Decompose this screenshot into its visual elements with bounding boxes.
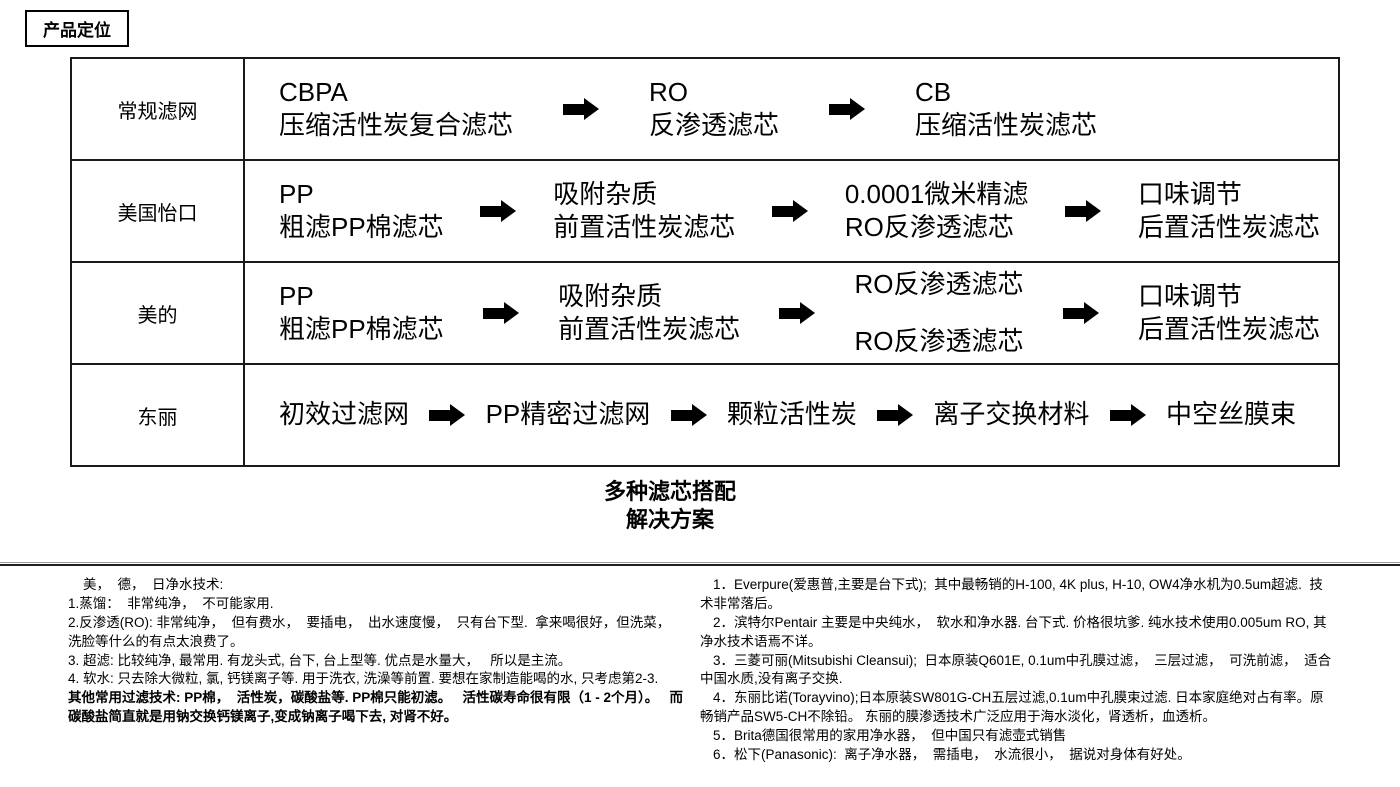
note-line: 2．滨特尔Pentair 主要是中央纯水， 软水和净水器. 台下式. 价格很坑爹… (700, 614, 1327, 649)
table-row-toray: 东丽 初效过滤网 PP精密过滤网 颗粒活性炭 离子交换材料 中空丝膜束 (72, 365, 1338, 465)
step-code: 口味调节 (1137, 280, 1242, 311)
note-line: 美， 德， 日净水技术: (83, 577, 224, 592)
arrow-right-icon (1065, 200, 1102, 222)
step-desc: 前置活性炭滤芯 (558, 314, 741, 344)
step-desc: RO反渗透滤芯 (844, 212, 1014, 242)
step-code: CB (915, 76, 952, 107)
note-line: 6．松下(Panasonic): 离子净水器， 需插电， 水流很小， 据说对身体… (713, 747, 1191, 763)
arrow-right-icon (670, 404, 707, 426)
note-line: 4. 软水: 只去除大微粒, 氯, 钙镁离子等. 用于洗衣, 洗澡等前置. 要想… (68, 671, 659, 687)
step-desc: 颗粒活性炭 (726, 399, 857, 430)
step-code: RO反渗透滤芯 (854, 268, 1024, 299)
filter-comparison-table: 常规滤网 CBPA 压缩活性炭复合滤芯 RO 反渗透滤芯 CB 压缩活性炭滤芯 … (70, 57, 1340, 467)
step-code: CBPA (279, 76, 348, 107)
flow-step: PP 粗滤PP棉滤芯 (279, 280, 444, 347)
note-line: 4．东丽比诺(Torayvino);日本原装SW801G-CH五层过滤,0.1u… (700, 690, 1324, 725)
step-desc: 中空丝膜束 (1165, 399, 1296, 430)
flow-step: 口味调节 后置活性炭滤芯 (1138, 178, 1320, 245)
table-row-midea: 美的 PP 粗滤PP棉滤芯 吸附杂质 前置活性炭滤芯 RO反渗透滤芯 RO反渗透… (72, 263, 1338, 365)
note-line: 2.反渗透(RO): 非常纯净， 但有费水， 要插电， 出水速度慢， 只有台下型… (68, 614, 682, 649)
step-desc: RO反渗透滤芯 (854, 326, 1024, 356)
arrow-right-icon (772, 200, 809, 222)
arrow-right-icon (563, 98, 600, 120)
note-line: 3．三菱可丽(Mitsubishi Cleansui); 日本原装Q601E, … (700, 652, 1332, 687)
arrow-right-icon (480, 200, 517, 222)
arrow-right-icon (1062, 302, 1099, 324)
brand-label: 美国怡口 (72, 161, 245, 261)
flow-step: CB 压缩活性炭滤芯 (915, 76, 1097, 143)
arrow-right-icon (779, 302, 816, 324)
notes-brands: 1．Everpure(爱惠普,主要是台下式); 其中最畅销的H-100, 4K … (700, 576, 1336, 765)
filter-flow: 初效过滤网 PP精密过滤网 颗粒活性炭 离子交换材料 中空丝膜束 (245, 365, 1338, 465)
flow-step: 0.0001微米精滤 RO反渗透滤芯 (845, 178, 1029, 245)
step-code: PP (279, 178, 314, 209)
note-line-bold: 其他常用过滤技术: PP棉， 活性炭，碳酸盐等. PP棉只能初滤。 活性碳寿命很… (68, 690, 684, 725)
arrow-right-icon (829, 98, 866, 120)
flow-step: 中空丝膜束 (1166, 398, 1296, 431)
step-desc: 反渗透滤芯 (649, 110, 780, 140)
flow-step: 颗粒活性炭 (727, 398, 857, 431)
flow-step: 初效过滤网 (279, 398, 409, 431)
caption-line-2: 解决方案 (625, 506, 714, 532)
caption-line-1: 多种滤芯搭配 (603, 479, 736, 504)
step-desc: 前置活性炭滤芯 (553, 212, 736, 242)
note-line: 3. 超滤: 比较纯净, 最常用. 有龙头式, 台下, 台上型等. 优点是水量大… (68, 652, 572, 668)
flow-step: 吸附杂质 前置活性炭滤芯 (558, 280, 740, 347)
filter-flow: PP 粗滤PP棉滤芯 吸附杂质 前置活性炭滤芯 0.0001微米精滤 RO反渗透… (245, 161, 1338, 261)
flow-step: RO 反渗透滤芯 (649, 76, 779, 143)
flow-step: PP 粗滤PP棉滤芯 (279, 178, 444, 245)
table-row-ecowater: 美国怡口 PP 粗滤PP棉滤芯 吸附杂质 前置活性炭滤芯 0.0001微米精滤 … (72, 161, 1338, 263)
step-desc: 初效过滤网 (279, 399, 410, 430)
step-code: 吸附杂质 (558, 280, 663, 311)
brand-label: 美的 (72, 263, 245, 363)
step-desc: 后置活性炭滤芯 (1137, 212, 1320, 242)
arrow-right-icon (429, 404, 466, 426)
brand-label: 东丽 (72, 365, 245, 465)
step-desc: 压缩活性炭复合滤芯 (279, 110, 514, 140)
step-desc: 压缩活性炭滤芯 (915, 110, 1098, 140)
flow-step: PP精密过滤网 (486, 398, 651, 431)
step-code: RO (649, 76, 689, 107)
divider-line (0, 564, 1400, 566)
step-code: PP (279, 280, 314, 311)
notes-water-tech: 美， 德， 日净水技术: 1.蒸馏： 非常纯净， 不可能家用. 2.反渗透(RO… (68, 576, 686, 727)
arrow-right-icon (1109, 404, 1146, 426)
note-line: 1.蒸馏： 非常纯净， 不可能家用. (68, 595, 274, 611)
brand-label: 常规滤网 (72, 59, 245, 159)
flow-step: 口味调节 后置活性炭滤芯 (1138, 280, 1320, 347)
divider-line (0, 562, 1400, 563)
note-line: 5．Brita德国很常用的家用净水器， 但中国只有滤壶式销售 (713, 728, 1067, 744)
flow-step: RO反渗透滤芯 RO反渗透滤芯 (855, 268, 1024, 359)
step-code: 0.0001微米精滤 (844, 178, 1029, 209)
note-line: 1．Everpure(爱惠普,主要是台下式); 其中最畅销的H-100, 4K … (700, 577, 1323, 611)
filter-flow: PP 粗滤PP棉滤芯 吸附杂质 前置活性炭滤芯 RO反渗透滤芯 RO反渗透滤芯 … (245, 263, 1338, 363)
flow-step: CBPA 压缩活性炭复合滤芯 (279, 76, 513, 143)
table-row-regular: 常规滤网 CBPA 压缩活性炭复合滤芯 RO 反渗透滤芯 CB 压缩活性炭滤芯 (72, 59, 1338, 161)
step-code: 口味调节 (1137, 178, 1242, 209)
flow-step: 离子交换材料 (933, 398, 1089, 431)
table-caption: 多种滤芯搭配 解决方案 (70, 478, 1270, 533)
step-desc: 粗滤PP棉滤芯 (279, 212, 444, 242)
step-desc: 离子交换材料 (933, 399, 1090, 430)
step-desc: 粗滤PP棉滤芯 (279, 314, 444, 344)
arrow-right-icon (482, 302, 519, 324)
step-code: 吸附杂质 (553, 178, 658, 209)
step-desc: 后置活性炭滤芯 (1137, 314, 1320, 344)
flow-step: 吸附杂质 前置活性炭滤芯 (553, 178, 735, 245)
filter-flow: CBPA 压缩活性炭复合滤芯 RO 反渗透滤芯 CB 压缩活性炭滤芯 (245, 59, 1338, 159)
arrow-right-icon (877, 404, 914, 426)
page-title: 产品定位 (25, 10, 129, 47)
step-desc: PP精密过滤网 (485, 399, 651, 430)
